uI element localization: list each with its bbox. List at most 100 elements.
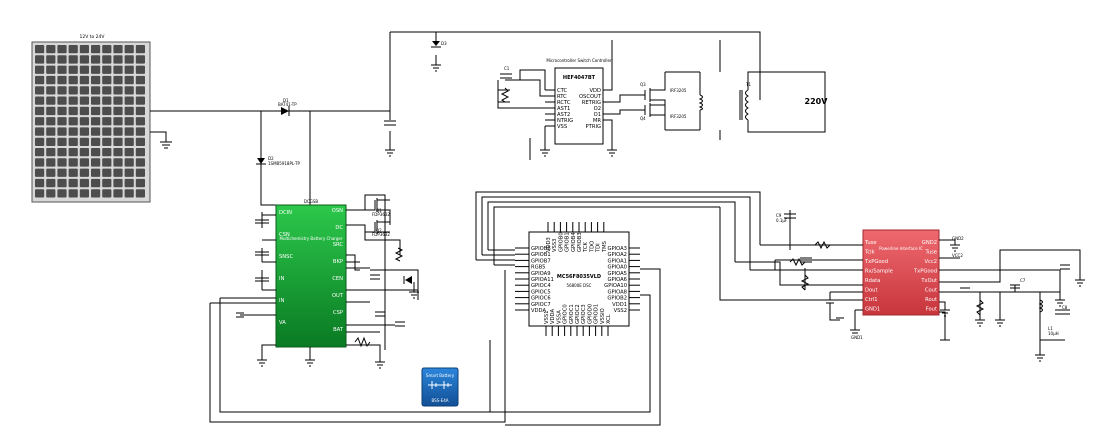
vcc2-net: VCC2 — [952, 253, 963, 258]
panel-cell — [91, 189, 101, 198]
panel-cell — [35, 96, 45, 105]
panel-cell — [68, 86, 78, 95]
panel-cell — [35, 106, 45, 116]
pin-label: VDDA — [531, 308, 546, 314]
panel-cell — [113, 168, 123, 177]
pin-label: VDDA — [550, 309, 556, 324]
panel-cell — [35, 55, 45, 64]
panel-cell — [113, 189, 123, 198]
panel-cell — [79, 137, 89, 146]
panel-cell — [91, 45, 101, 54]
pin-label: GPIOD1 — [594, 304, 600, 324]
panel-cell — [124, 148, 134, 157]
pin-label: GPIOC3 — [581, 304, 587, 324]
charger-passives — [354, 247, 419, 348]
panel-cell — [124, 55, 134, 64]
inverter-wires — [497, 40, 630, 160]
panel-cell — [124, 168, 134, 177]
panel-cell — [102, 75, 112, 85]
pin-label: IN — [279, 298, 285, 304]
d1-part: BAT41-TP — [278, 102, 297, 107]
pin-label: VSSIO — [600, 308, 606, 324]
panel-cell — [113, 127, 123, 136]
panel-cell — [124, 158, 134, 167]
pin-label: O1 — [594, 112, 601, 118]
panel-cell — [113, 86, 123, 95]
pin-label: CSN — [279, 232, 290, 238]
pin-label: RGB5 — [531, 265, 545, 271]
panel-cell — [124, 86, 134, 95]
gnd1-net: GND1 — [851, 335, 863, 340]
bus-capacitor — [384, 120, 396, 126]
charger-ref: DCGSB — [304, 199, 319, 204]
powerline-labels: GND2 VCC2 GND1 C7 C8 L1 10μH C9 0.1μF — [776, 213, 1068, 340]
q1-part: FDP3632 — [372, 212, 390, 217]
panel-cell — [113, 148, 123, 157]
q4-ref: Q4 — [640, 116, 646, 121]
panel-cell — [102, 45, 112, 54]
panel-cell — [57, 86, 67, 95]
pin-label: CEN — [332, 276, 343, 282]
panel-cell — [135, 96, 145, 105]
pin-label: GPIOC6 — [531, 296, 551, 302]
panel-cell — [46, 96, 56, 105]
panel-cell — [79, 148, 89, 157]
pin-label: SRC — [333, 242, 344, 248]
panel-cell — [68, 117, 78, 126]
pin-label: GPIOB4 — [571, 232, 577, 252]
pin-label: VSS1 — [544, 311, 550, 324]
panel-cell — [91, 55, 101, 64]
cap-ref: C1 — [504, 66, 510, 71]
pin-label: GPIOB0 — [558, 232, 564, 252]
panel-cell — [57, 106, 67, 116]
pin-label: BKP — [333, 259, 343, 265]
mcu-bus-wires — [475, 191, 761, 426]
transformer: T1 — [698, 40, 765, 140]
pin-label: OSN — [332, 208, 343, 214]
pin-label: GPIOC2 — [575, 304, 581, 324]
pin-label: RCTC — [557, 100, 571, 106]
panel-cell — [35, 158, 45, 167]
panel-cell — [113, 96, 123, 105]
panel-cell — [57, 189, 67, 198]
pin-label: O2 — [594, 106, 601, 112]
pin-label: Rout — [925, 297, 937, 303]
pin-label: Vcc2 — [924, 259, 937, 265]
panel-cell — [46, 158, 56, 167]
panel-cell — [57, 96, 67, 105]
pin-label: GPIOA0 — [607, 265, 627, 271]
pin-label: VSS2 — [614, 308, 627, 314]
pin-label: TDI — [596, 243, 602, 253]
t1-ref: T1 — [745, 82, 751, 87]
pin-label: CTC — [557, 88, 567, 94]
pin-label: GPIOB6 — [531, 246, 551, 252]
panel-cell — [57, 117, 67, 126]
panel-cell — [135, 127, 145, 136]
panel-cell — [113, 65, 123, 74]
pin-label: IN — [279, 276, 285, 282]
panel-cell — [102, 106, 112, 116]
pin-label: Ctrl1 — [865, 297, 878, 303]
panel-cell — [135, 178, 145, 188]
panel-cell — [113, 137, 123, 146]
pin-label: XCL — [606, 314, 612, 324]
pin-label: CSP — [333, 310, 343, 316]
panel-cell — [79, 189, 89, 198]
panel-cell — [57, 127, 67, 136]
panel-cell — [68, 96, 78, 105]
pin-label: TxPGood — [913, 269, 937, 275]
panel-cell — [124, 106, 134, 116]
q1-ref: Q1 — [376, 208, 382, 213]
pin-label: RETRIG — [582, 100, 601, 106]
inverter-ic: Microcontroller Switch Controller HEF404… — [546, 58, 612, 145]
pin-label: OSCOUT — [579, 94, 602, 100]
panel-cell — [57, 55, 67, 64]
pin-label: GPIOB2 — [607, 296, 627, 302]
panel-cell — [35, 168, 45, 177]
pin-label: DCIN — [279, 210, 292, 216]
panel-cell — [35, 189, 45, 198]
panel-cell — [79, 96, 89, 105]
panel-cell — [113, 178, 123, 188]
l1-val: 10μH — [1048, 331, 1059, 336]
